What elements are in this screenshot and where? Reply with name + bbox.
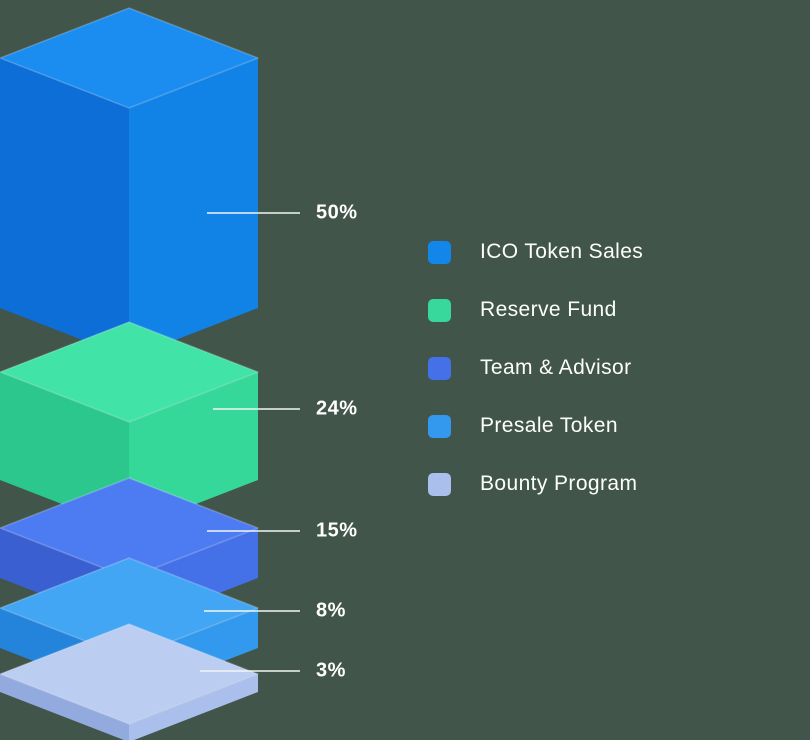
legend-swatch-ico-token-sales xyxy=(428,240,451,264)
box-top-face xyxy=(0,7,259,109)
box-right-face xyxy=(129,58,258,358)
legend-swatch-bounty-program xyxy=(428,472,451,496)
pct-label-team-advisor: 15% xyxy=(316,519,358,542)
iso-box-ico-token-sales xyxy=(0,7,259,358)
legend-label: Presale Token xyxy=(480,414,618,437)
legend-label: ICO Token Sales xyxy=(480,240,644,263)
box-top-face xyxy=(0,321,259,423)
legend-swatch-presale-token xyxy=(428,414,451,438)
legend-item-team-advisor: Team & Advisor xyxy=(428,356,643,380)
legend-item-reserve-fund: Reserve Fund xyxy=(428,298,643,322)
legend-item-bounty-program: Bounty Program xyxy=(428,472,643,496)
pct-label-bounty-program: 3% xyxy=(316,659,346,682)
box-right-face xyxy=(129,674,258,740)
iso-box-bounty-program xyxy=(0,623,259,740)
box-left-face xyxy=(0,58,129,358)
box-left-face xyxy=(0,674,129,740)
legend-item-ico-token-sales: ICO Token Sales xyxy=(428,240,643,264)
iso-box-team-advisor xyxy=(0,477,259,628)
box-top-face xyxy=(0,623,259,725)
legend-item-presale-token: Presale Token xyxy=(428,414,643,438)
legend-label: Bounty Program xyxy=(480,472,638,495)
pct-label-presale-token: 8% xyxy=(316,599,346,622)
legend-swatch-reserve-fund xyxy=(428,298,451,322)
legend-label: Team & Advisor xyxy=(480,356,632,379)
legend-label: Reserve Fund xyxy=(480,298,617,321)
pct-label-reserve-fund: 24% xyxy=(316,397,358,420)
pct-label-ico-token-sales: 50% xyxy=(316,201,358,224)
legend-swatch-team-advisor xyxy=(428,356,451,380)
